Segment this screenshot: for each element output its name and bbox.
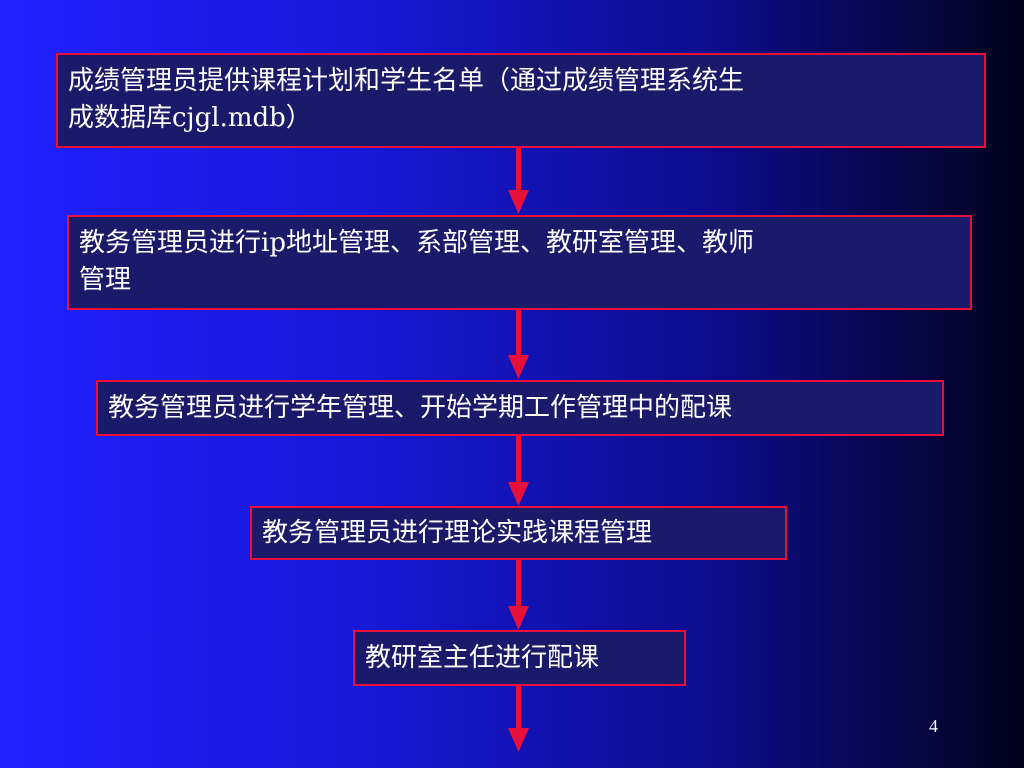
flow-step-5: 教研室主任进行配课 — [353, 630, 686, 686]
flow-arrow-1 — [508, 148, 529, 214]
flow-step-4-line-1: 教务管理员进行理论实践课程管理 — [262, 518, 653, 548]
flow-step-3: 教务管理员进行学年管理、开始学期工作管理中的配课 — [96, 380, 944, 436]
flow-arrow-4 — [508, 560, 529, 630]
flow-arrow-5 — [508, 686, 529, 752]
flow-step-3-line-1: 教务管理员进行学年管理、开始学期工作管理中的配课 — [108, 393, 733, 423]
flow-arrow-3 — [508, 436, 529, 506]
page-number: 4 — [929, 716, 938, 736]
flow-step-2-line-2: 管理 — [79, 265, 132, 295]
flow-step-2-line-1: 教务管理员进行ip地址管理、系部管理、教研室管理、教师 — [79, 228, 754, 258]
flow-step-5-line-1: 教研室主任进行配课 — [365, 643, 600, 673]
flow-step-4: 教务管理员进行理论实践课程管理 — [250, 506, 787, 560]
flow-step-2: 教务管理员进行ip地址管理、系部管理、教研室管理、教师 管理 — [67, 215, 972, 310]
flow-step-1-line-1: 成绩管理员提供课程计划和学生名单（通过成绩管理系统生 — [68, 66, 745, 96]
flow-arrow-2 — [508, 310, 529, 379]
flow-step-1: 成绩管理员提供课程计划和学生名单（通过成绩管理系统生 成数据库cjgl.mdb） — [56, 53, 986, 148]
flow-step-1-line-2: 成数据库cjgl.mdb） — [68, 103, 312, 133]
